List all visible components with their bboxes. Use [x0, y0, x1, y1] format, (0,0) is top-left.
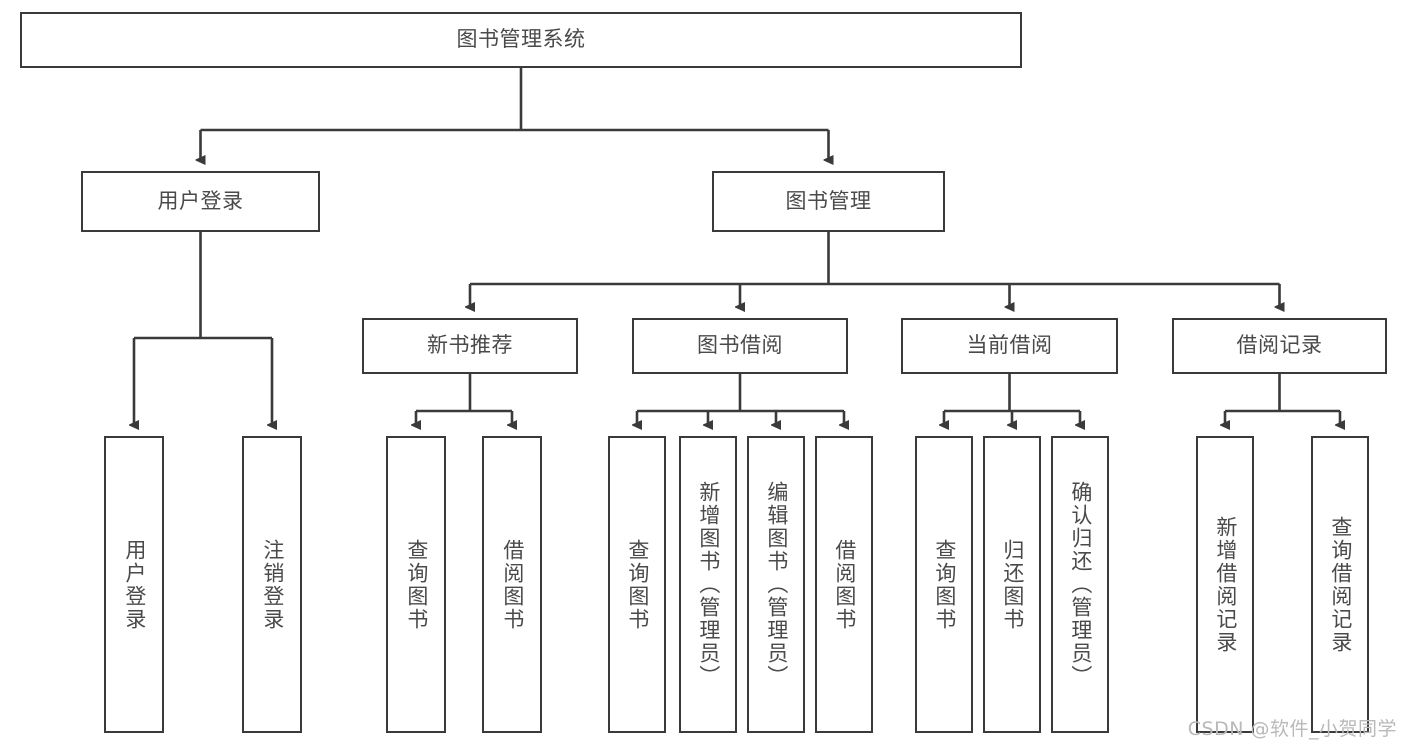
node-leaf-add-borrow-record-label: 新增借阅记录 [1213, 515, 1238, 654]
node-leaf-confirm-return[interactable]: 确认归还（管理员） [1051, 436, 1109, 733]
node-leaf-query-book-a[interactable]: 查询图书 [386, 436, 446, 733]
node-book-management-label: 图书管理 [785, 188, 872, 213]
node-user-login-label: 用户登录 [157, 188, 244, 213]
node-leaf-edit-book-label: 编辑图书（管理员） [764, 481, 789, 688]
node-leaf-logout[interactable]: 注销登录 [242, 436, 302, 733]
node-leaf-borrow-book-b[interactable]: 借阅图书 [815, 436, 873, 733]
node-leaf-user-login-label: 用户登录 [122, 538, 147, 631]
node-book-management[interactable]: 图书管理 [712, 171, 945, 232]
watermark: CSDN @软件_小贺同学 [1187, 718, 1397, 740]
node-leaf-add-book-label: 新增图书（管理员） [696, 481, 721, 688]
node-leaf-edit-book[interactable]: 编辑图书（管理员） [747, 436, 805, 733]
node-new-book-recommend-label: 新书推荐 [427, 333, 513, 358]
node-leaf-query-book-c[interactable]: 查询图书 [915, 436, 973, 733]
node-leaf-query-borrow-record-label: 查询借阅记录 [1328, 515, 1353, 654]
node-leaf-confirm-return-label: 确认归还（管理员） [1068, 481, 1093, 688]
node-leaf-borrow-book-a[interactable]: 借阅图书 [482, 436, 542, 733]
node-leaf-logout-label: 注销登录 [260, 538, 285, 631]
node-root-label: 图书管理系统 [456, 27, 586, 52]
node-root[interactable]: 图书管理系统 [20, 12, 1022, 68]
node-leaf-query-book-b-label: 查询图书 [625, 538, 650, 631]
node-leaf-user-login[interactable]: 用户登录 [104, 436, 164, 733]
node-leaf-query-book-c-label: 查询图书 [932, 538, 957, 631]
node-borrow-record[interactable]: 借阅记录 [1172, 318, 1387, 374]
node-leaf-query-book-b[interactable]: 查询图书 [608, 436, 666, 733]
node-leaf-query-book-a-label: 查询图书 [404, 538, 429, 631]
node-leaf-return-book-label: 归还图书 [1000, 538, 1025, 631]
node-leaf-add-borrow-record[interactable]: 新增借阅记录 [1196, 436, 1254, 733]
node-leaf-return-book[interactable]: 归还图书 [983, 436, 1041, 733]
node-leaf-query-borrow-record[interactable]: 查询借阅记录 [1311, 436, 1369, 733]
node-book-borrow-label: 图书借阅 [697, 333, 783, 358]
node-leaf-borrow-book-a-label: 借阅图书 [500, 538, 525, 631]
node-current-borrow[interactable]: 当前借阅 [901, 318, 1118, 374]
node-borrow-record-label: 借阅记录 [1236, 333, 1323, 358]
node-leaf-borrow-book-b-label: 借阅图书 [832, 538, 857, 631]
node-user-login[interactable]: 用户登录 [81, 171, 320, 232]
node-book-borrow[interactable]: 图书借阅 [632, 318, 848, 374]
node-leaf-add-book[interactable]: 新增图书（管理员） [679, 436, 737, 733]
node-current-borrow-label: 当前借阅 [966, 333, 1053, 358]
node-new-book-recommend[interactable]: 新书推荐 [362, 318, 578, 374]
